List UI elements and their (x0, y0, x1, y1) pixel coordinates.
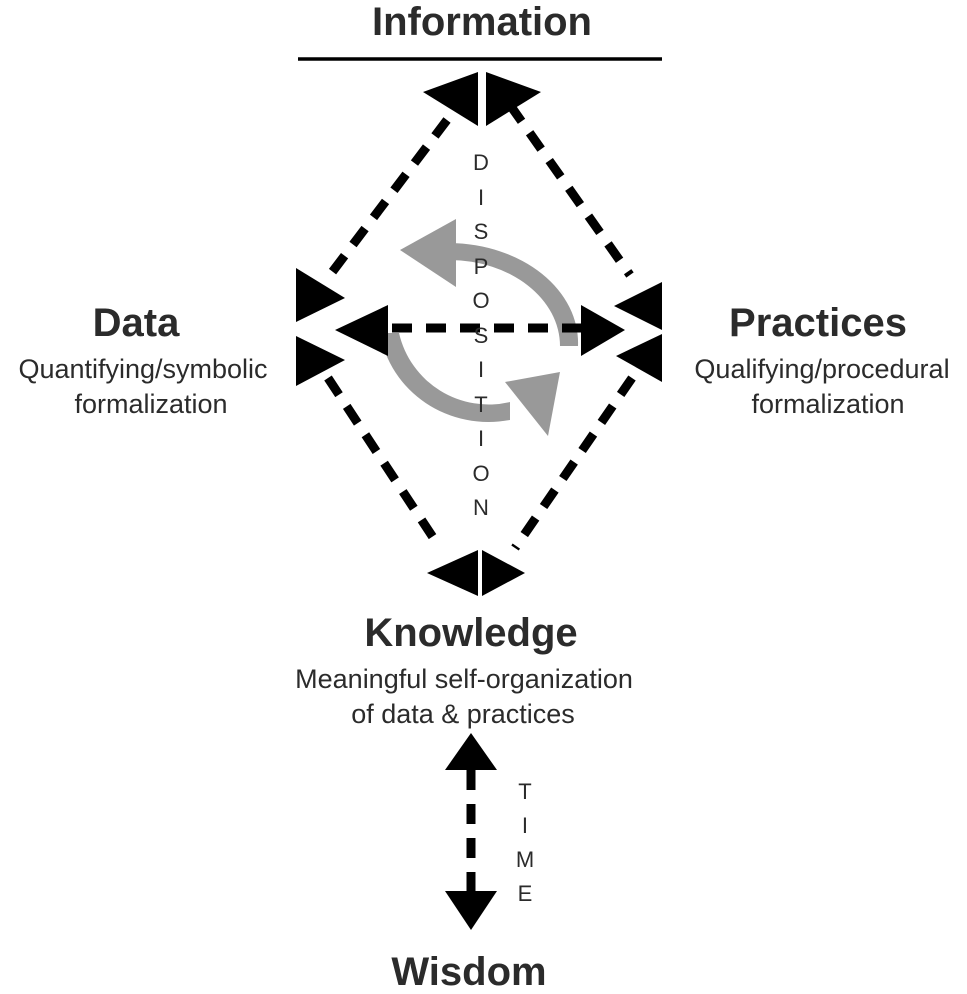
arrowhead-data-bottom (296, 336, 345, 386)
disposition-letter: I (477, 184, 485, 210)
disposition-letter: D (473, 150, 489, 175)
data-title: Data (92, 301, 180, 345)
practices-subtitle-line1: Qualifying/procedural (694, 354, 950, 384)
time-letter: M (515, 847, 535, 872)
time-label: T I M E (516, 775, 534, 911)
arrowhead-knowledge-right (482, 550, 525, 596)
wisdom-title: Wisdom (391, 950, 547, 994)
connector-practices-knowledge (511, 375, 636, 551)
arrowhead-information-left (423, 72, 478, 126)
disposition-letter: I (477, 357, 485, 382)
arrowhead-information-right (486, 72, 541, 126)
practices-subtitle-line2: formalization (751, 389, 905, 419)
cycle-arrows-icon (380, 219, 579, 436)
time-letter: E (517, 881, 533, 906)
disposition-letter: I (477, 426, 485, 451)
dashed-connectors (324, 102, 636, 892)
cycle-arrow-top (450, 243, 579, 346)
knowledge-subtitle-line1: Meaningful self-organization (295, 664, 633, 694)
arrowhead-time-down (445, 891, 497, 930)
disposition-letter: T (474, 391, 488, 417)
disposition-letter: N (473, 495, 489, 520)
cycle-arrowhead-top (400, 219, 456, 287)
connector-data-knowledge (324, 375, 444, 551)
cycle-arrow-bottom (380, 333, 510, 423)
data-subtitle-line1: Quantifying/symbolic (18, 354, 268, 384)
arrowhead-knowledge-left (427, 550, 478, 596)
practices-title: Practices (729, 301, 907, 345)
disposition-letter: O (472, 288, 490, 313)
disposition-label: D I S P O S I T I O N (472, 146, 489, 526)
knowledge-title: Knowledge (364, 611, 578, 655)
disposition-letter: P (473, 253, 489, 279)
arrowheads (296, 72, 662, 930)
arrowhead-practices-middle (581, 305, 625, 356)
arrowhead-practices-top (614, 282, 662, 330)
disposition-letter: O (472, 460, 490, 486)
time-letter: I (521, 813, 529, 838)
information-title: Information (372, 0, 592, 44)
data-subtitle-line2: formalization (74, 389, 228, 419)
arrowhead-data-middle (335, 305, 388, 356)
connector-information-practices (506, 102, 634, 278)
disposition-letter: S (473, 322, 489, 348)
arrowhead-practices-bottom (616, 334, 662, 382)
time-letter: T (518, 779, 532, 804)
arrowhead-data-top (296, 268, 345, 322)
cycle-arrowhead-bottom (505, 372, 560, 436)
arrowhead-time-up (445, 733, 497, 770)
knowledge-subtitle-line2: of data & practices (351, 699, 575, 729)
disposition-letter: S (473, 219, 489, 244)
